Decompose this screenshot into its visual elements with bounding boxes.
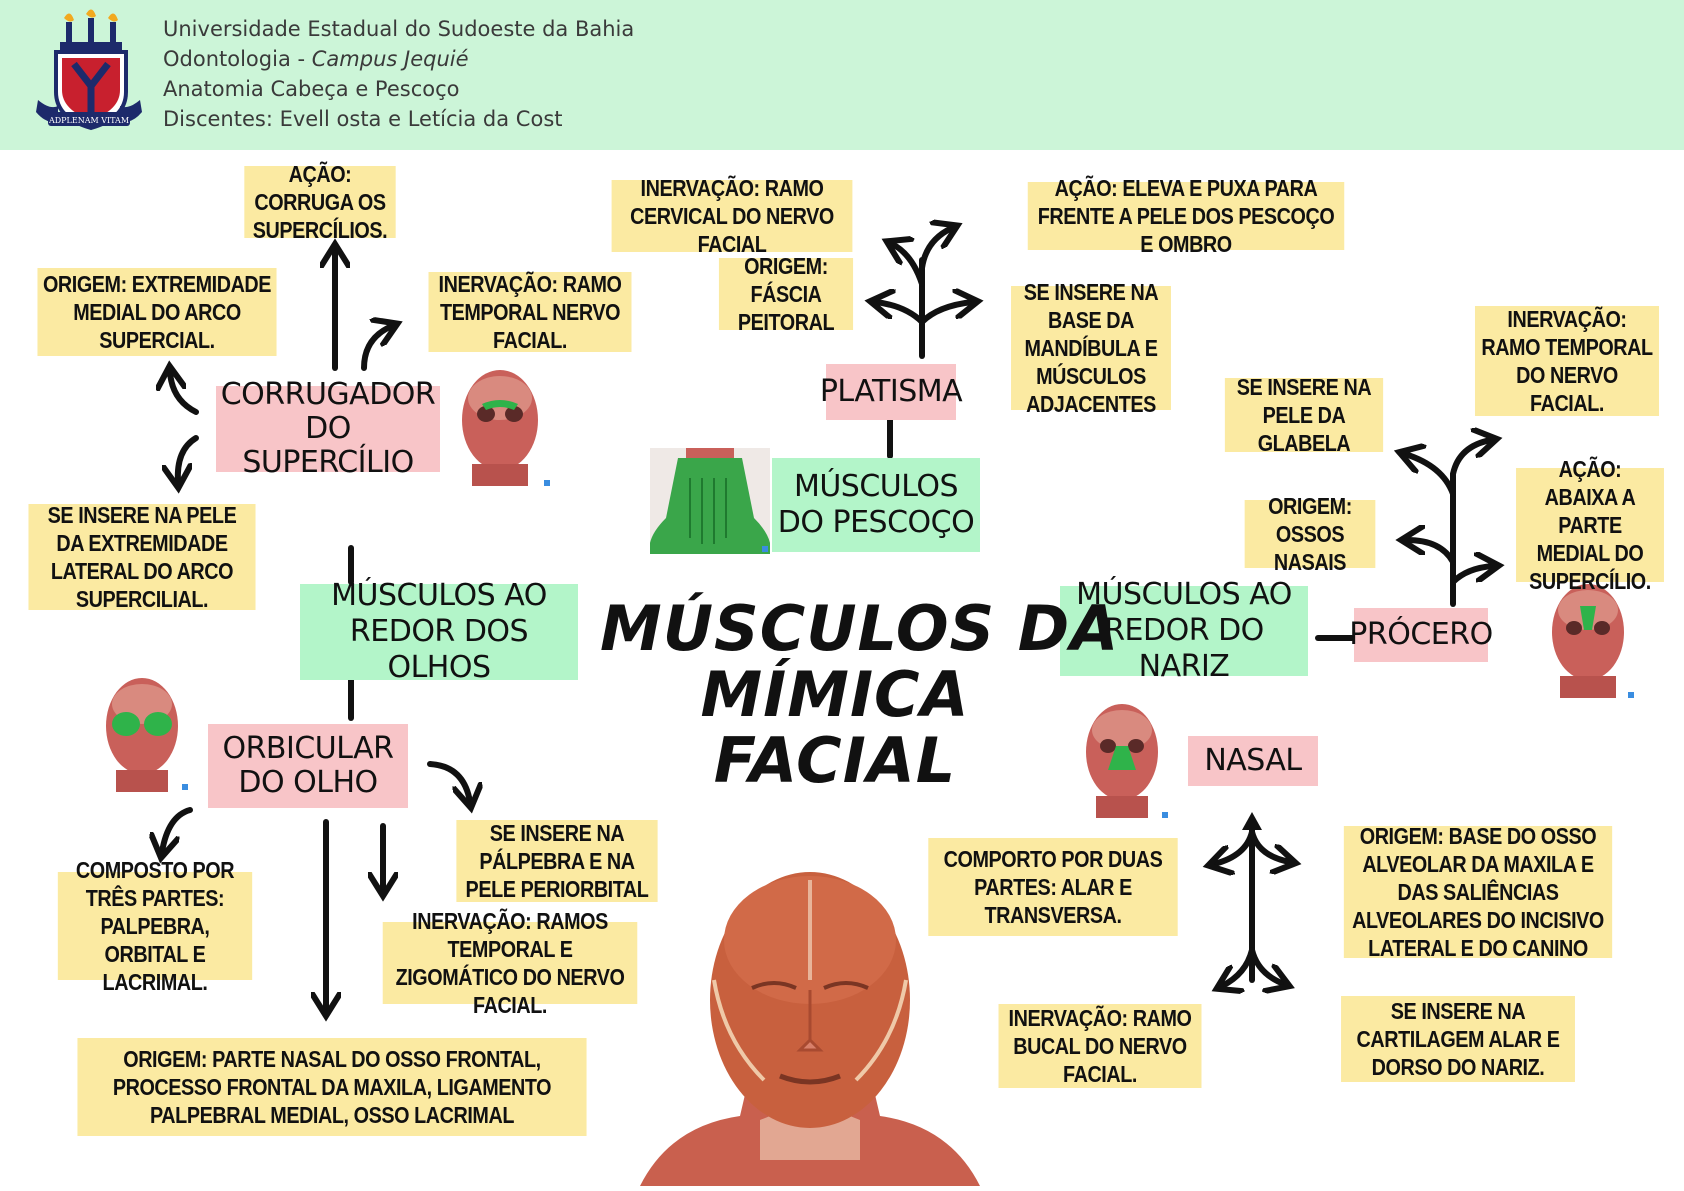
university-logo: ADPLENAM VITAM — [36, 9, 142, 131]
note-platisma-acao: AÇÃO: ELEVA E PUXA PARA FRENTE A PELE DO… — [1027, 175, 1345, 257]
arrow-platisma-acao — [919, 228, 952, 271]
note-platisma-inervacao: INERVAÇÃO: RAMO CERVICAL DO NERVO FACIAL — [611, 175, 853, 257]
torch-icon — [60, 9, 122, 50]
muscle-platisma: PLATISMA — [820, 364, 963, 420]
university-name: Universidade Estadual do Sudoeste da Bah… — [163, 17, 635, 41]
note-procero-inervacao: INERVAÇÃO: RAMO TEMPORAL DO NERVO FACIAL… — [1474, 306, 1660, 416]
note-orbicular-composto: COMPOSTO POR TRÊS PARTES: PALPEBRA, ORBI… — [57, 857, 253, 995]
campus-name: Campus Jequié — [311, 47, 469, 71]
muscle-corrugador: CORRUGADOR DO SUPERCÍLIO — [216, 378, 440, 480]
title-line-1: MÚSCULOS DA — [600, 592, 1120, 665]
arrow-platisma-inervacao — [892, 244, 925, 287]
note-corrugador-insercao: SE INSERE NA PELE DA EXTREMIDADE LATERAL… — [28, 502, 256, 612]
arrow-corrugador-origem — [170, 372, 199, 415]
arrow-nasal-up-head — [1242, 812, 1262, 830]
note-orbicular-insercao: SE INSERE NA PÁLPEBRA E NA PELE PERIORBI… — [456, 820, 658, 902]
note-procero-origem: ORIGEM: OSSOS NASAIS — [1244, 493, 1376, 575]
group-olhos: MÚSCULOS AO REDOR DOS OLHOS — [300, 578, 578, 685]
note-orbicular-origem: ORIGEM: PARTE NASAL DO OSSO FRONTAL, PRO… — [77, 1038, 587, 1136]
head-nasal-image — [1086, 704, 1168, 818]
arrow-nasal-insercao — [1249, 947, 1284, 984]
arrow-procero-insercao — [1405, 454, 1456, 497]
arrow-procero-inervacao — [1450, 440, 1491, 477]
course-line: Odontologia - Campus Jequié — [163, 44, 634, 74]
header-banner: ADPLENAM VITAM Universidade Estadual do … — [0, 0, 1684, 150]
arrow-nasal-inervacao — [1222, 947, 1255, 986]
arrow-procero-origem — [1407, 540, 1456, 565]
neck-platisma-image — [650, 448, 770, 554]
note-nasal-insercao: SE INSERE NA CARTILAGEM ALAR E DORSO DO … — [1341, 996, 1575, 1082]
note-procero-acao: AÇÃO: ABAIXA A PARTE MEDIAL DO SUPERCÍLI… — [1516, 456, 1664, 594]
head-corrugador-image — [462, 370, 550, 486]
group-pescoco: MÚSCULOS DO PESCOÇO — [772, 458, 980, 552]
facial-muscles-illustration — [640, 872, 980, 1186]
course-name: Odontologia - — [163, 47, 312, 71]
subject-line: Anatomia Cabeça e Pescoço — [163, 77, 460, 101]
arrow-nasal-composto — [1214, 829, 1255, 864]
arrow-procero-acao — [1450, 566, 1493, 585]
arrow-orbicular-insercao — [427, 761, 470, 802]
main-title: MÚSCULOS DA MÍMICA FACIAL — [600, 592, 1120, 797]
title-line-3: FACIAL — [713, 724, 957, 797]
title-line-2: MÍMICA — [700, 658, 970, 731]
note-nasal-inervacao: INERVAÇÃO: RAMO BUCAL DO NERVO FACIAL. — [998, 1004, 1202, 1088]
note-corrugador-acao: AÇÃO: CORRUGA OS SUPERCÍLIOS. — [244, 161, 396, 243]
note-platisma-insercao: SE INSERE NA BASE DA MANDÍBULA E MÚSCULO… — [1011, 279, 1171, 417]
students-line: Discentes: Evell osta e Letícia da Cost — [163, 107, 563, 131]
note-nasal-composto: COMPORTO POR DUAS PARTES: ALAR E TRANSVE… — [928, 838, 1178, 936]
arrow-platisma-origem — [876, 302, 925, 325]
note-platisma-origem: ORIGEM: FÁSCIA PEITORAL — [718, 253, 854, 335]
note-corrugador-inervacao: INERVAÇÃO: RAMO TEMPORAL NERVO FACIAL. — [428, 271, 632, 353]
arrow-corrugador-insercao — [178, 435, 199, 482]
arrow-corrugador-inervacao — [361, 326, 392, 371]
note-procero-insercao: SE INSERE NA PELE DA GLABELA — [1224, 374, 1384, 456]
muscle-orbicular: ORBICULAR DO OLHO — [208, 724, 408, 808]
note-corrugador-origem: ORIGEM: EXTREMIDADE MEDIAL DO ARCO SUPER… — [37, 268, 277, 356]
head-orbicular-image — [106, 678, 188, 792]
logo-motto: ADPLENAM VITAM — [48, 116, 129, 125]
head-procero-image — [1552, 584, 1634, 698]
arrow-orbicular-composto — [162, 807, 193, 852]
note-nasal-origem: ORIGEM: BASE DO OSSO ALVEOLAR DA MAXILA … — [1343, 823, 1613, 961]
arrow-platisma-insercao — [919, 302, 972, 325]
muscle-procero: PRÓCERO — [1349, 608, 1493, 662]
note-orbicular-inervacao: INERVAÇÃO: RAMOS TEMPORAL E ZIGOMÁTICO D… — [382, 908, 638, 1018]
muscle-nasal: NASAL — [1188, 736, 1318, 786]
arrow-nasal-origem — [1249, 829, 1290, 862]
group-nariz: MÚSCULOS AO REDOR DO NARIZ — [1060, 577, 1308, 684]
header-text: Universidade Estadual do Sudoeste da Bah… — [163, 14, 634, 134]
